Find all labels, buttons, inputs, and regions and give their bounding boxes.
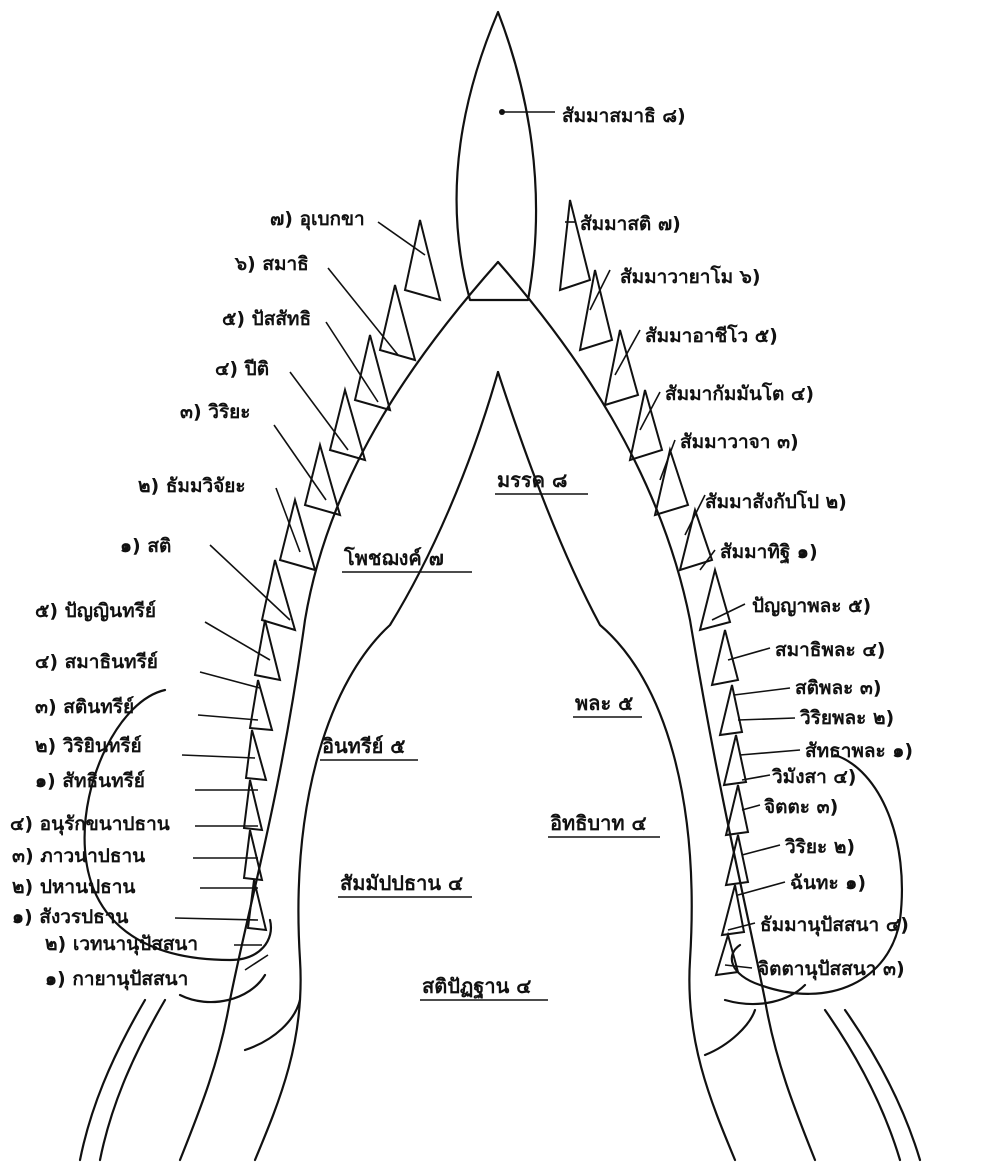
satipatthana-item: ธัมมานุปัสสนา ๔): [760, 914, 909, 937]
bala-item: สมาธิพละ ๔): [775, 639, 885, 661]
bojjhanga-item: ๓) วิริยะ: [180, 401, 251, 423]
indriya-item: ๒) วิริยินทรีย์: [35, 735, 142, 757]
padhana-item: ๒) ปหานปธาน: [12, 876, 135, 898]
indriya-item: ๓) สตินทรีย์: [35, 696, 134, 718]
satipatthana-item: ๒) เวทนานุปัสสนา: [45, 933, 198, 956]
padhana-labels: ๔) อนุรักขนาปธาน ๓) ภาวนาปธาน ๒) ปหานปธา…: [10, 813, 170, 928]
indriya-item: ๔) สมาธินทรีย์: [35, 651, 158, 673]
indriya-item: ๑) สัทธินทรีย์: [35, 770, 145, 792]
section-labels: มรรค ๘ โพชฌงค์ ๗ พละ ๕ อินทรีย์ ๕ อิทธิบ…: [320, 468, 660, 1000]
satipatthana-right-labels: ธัมมานุปัสสนา ๔) จิตตานุปัสสนา ๓): [758, 914, 909, 981]
bojjhanga-item: ๕) ปัสสัทธิ: [222, 308, 311, 330]
indriya-labels: ๕) ปัญญินทรีย์ ๔) สมาธินทรีย์ ๓) สตินทรี…: [35, 600, 158, 792]
bala-item: วิริยพละ ๒): [800, 707, 895, 729]
leader-lines: [175, 109, 800, 970]
bojjhanga-item: ๑) สติ: [120, 535, 171, 557]
magga-item: สัมมาสังกัปโป ๒): [705, 490, 847, 513]
bojjhanga-item: ๗) อุเบกขา: [270, 208, 365, 231]
satipatthana-item: ๑) กายานุปัสสนา: [45, 968, 188, 991]
section-indriya: อินทรีย์ ๕: [322, 734, 405, 758]
iddhipada-labels: วิมังสา ๔) จิตตะ ๓) วิริยะ ๒) ฉันทะ ๑): [764, 766, 866, 894]
section-sammappadhana: สัมมัปปธาน ๔: [340, 871, 463, 895]
section-bojjhanga: โพชฌงค์ ๗: [343, 546, 444, 570]
padhana-item: ๑) สังวรปธาน: [12, 906, 128, 928]
right-petals: [560, 200, 748, 975]
iddhipada-item: วิริยะ ๒): [785, 836, 855, 858]
iddhipada-item: จิตตะ ๓): [764, 796, 838, 818]
bala-item: สัทธาพละ ๑): [805, 740, 913, 762]
section-magga: มรรค ๘: [497, 468, 567, 492]
indriya-item: ๕) ปัญญินทรีย์: [35, 600, 156, 622]
iddhipada-item: วิมังสา ๔): [772, 766, 857, 788]
bala-labels: ปัญญาพละ ๕) สมาธิพละ ๔) สติพละ ๓) วิริยพ…: [752, 595, 913, 762]
magga-item: สัมมาวาจา ๓): [680, 431, 799, 453]
section-bala: พละ ๕: [575, 691, 633, 715]
bala-item: ปัญญาพละ ๕): [752, 595, 871, 617]
magga-item: สัมมาอาชีโว ๕): [645, 324, 778, 347]
magga-item: สัมมาทิฐิ ๑): [720, 541, 818, 565]
section-iddhipada: อิทธิบาท ๔: [550, 811, 647, 835]
magga-item: สัมมาสมาธิ ๘): [562, 105, 686, 127]
satipatthana-item: จิตตานุปัสสนา ๓): [758, 958, 905, 981]
padhana-item: ๔) อนุรักขนาปธาน: [10, 813, 170, 836]
magga-item: สัมมาวายาโม ๖): [620, 265, 761, 288]
magga-item: สัมมากัมมันโต ๔): [665, 382, 814, 405]
iddhipada-item: ฉันทะ ๑): [790, 872, 866, 894]
magga-labels: สัมมาสมาธิ ๘) สัมมาสติ ๗) สัมมาวายาโม ๖)…: [562, 105, 847, 565]
satipatthana-left-labels: ๒) เวทนานุปัสสนา ๑) กายานุปัสสนา: [45, 933, 198, 991]
bojjhanga-item: ๔) ปีติ: [215, 358, 269, 380]
bojjhanga-item: ๒) ธัมมวิจัยะ: [138, 475, 246, 497]
padhana-item: ๓) ภาวนาปธาน: [12, 845, 145, 867]
bojjhanga-labels: ๗) อุเบกขา ๖) สมาธิ ๕) ปัสสัทธิ ๔) ปีติ …: [120, 208, 365, 557]
section-satipatthana: สติปัฏฐาน ๔: [422, 974, 531, 1000]
magga-item: สัมมาสติ ๗): [580, 213, 681, 235]
bala-item: สติพละ ๓): [795, 677, 882, 699]
bojjhanga-item: ๖) สมาธิ: [234, 253, 309, 275]
